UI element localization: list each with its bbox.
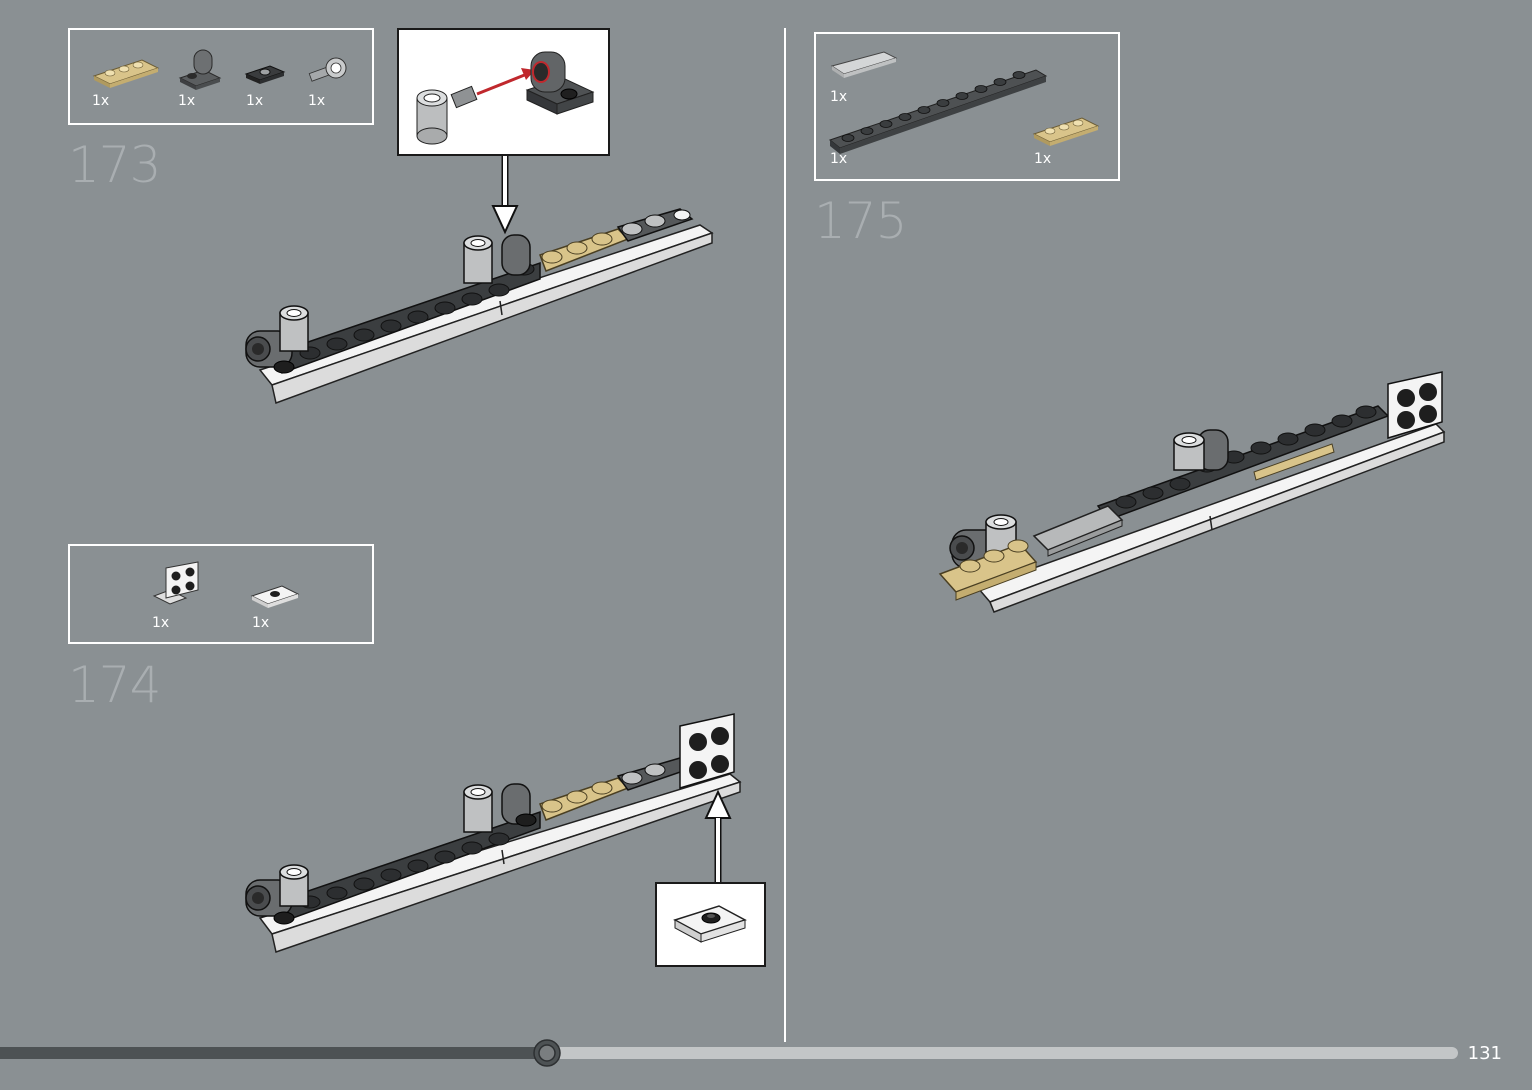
white-jumper-plate-icon — [671, 898, 751, 948]
step-number: 173 — [68, 140, 160, 190]
part-qty: 1x — [178, 94, 195, 108]
part-qty: 1x — [1034, 152, 1051, 166]
page-number: 131 — [1468, 1043, 1502, 1064]
black-jumper-plate-icon — [244, 58, 288, 88]
callout-up-arrow-icon — [703, 790, 733, 886]
progress-knob — [534, 1040, 560, 1066]
step-number: 175 — [814, 196, 906, 246]
step-173-model — [240, 205, 720, 420]
white-jumper-plate-icon — [250, 580, 302, 612]
part-qty: 1x — [252, 616, 269, 630]
step-173-callout — [397, 28, 610, 156]
tan-plate-1x3-icon — [1032, 108, 1102, 148]
pin-insert-arrow-icon — [399, 30, 612, 158]
step-175-parts-box: 1x 1x 1x — [814, 32, 1120, 181]
step-173-parts-box: 1x 1x 1x 1x — [68, 28, 374, 125]
part-qty: 1x — [830, 152, 847, 166]
step-174-callout — [655, 882, 766, 967]
dark-gray-bracket-icon — [176, 44, 226, 94]
step-174-parts-box: 1x 1x — [68, 544, 374, 644]
white-bracket-2x2-icon — [150, 560, 206, 612]
tan-plate-1x3-icon — [92, 50, 162, 90]
step-number: 174 — [68, 660, 160, 710]
light-gray-pin-connector-icon — [304, 52, 354, 92]
part-qty: 1x — [92, 94, 109, 108]
page-divider — [784, 28, 786, 1042]
step-175-model — [938, 356, 1450, 618]
part-qty: 1x — [246, 94, 263, 108]
progress-bar — [0, 1036, 1470, 1070]
dark-gray-plate-1x10-icon — [828, 46, 1050, 156]
part-qty: 1x — [308, 94, 325, 108]
part-qty: 1x — [152, 616, 169, 630]
